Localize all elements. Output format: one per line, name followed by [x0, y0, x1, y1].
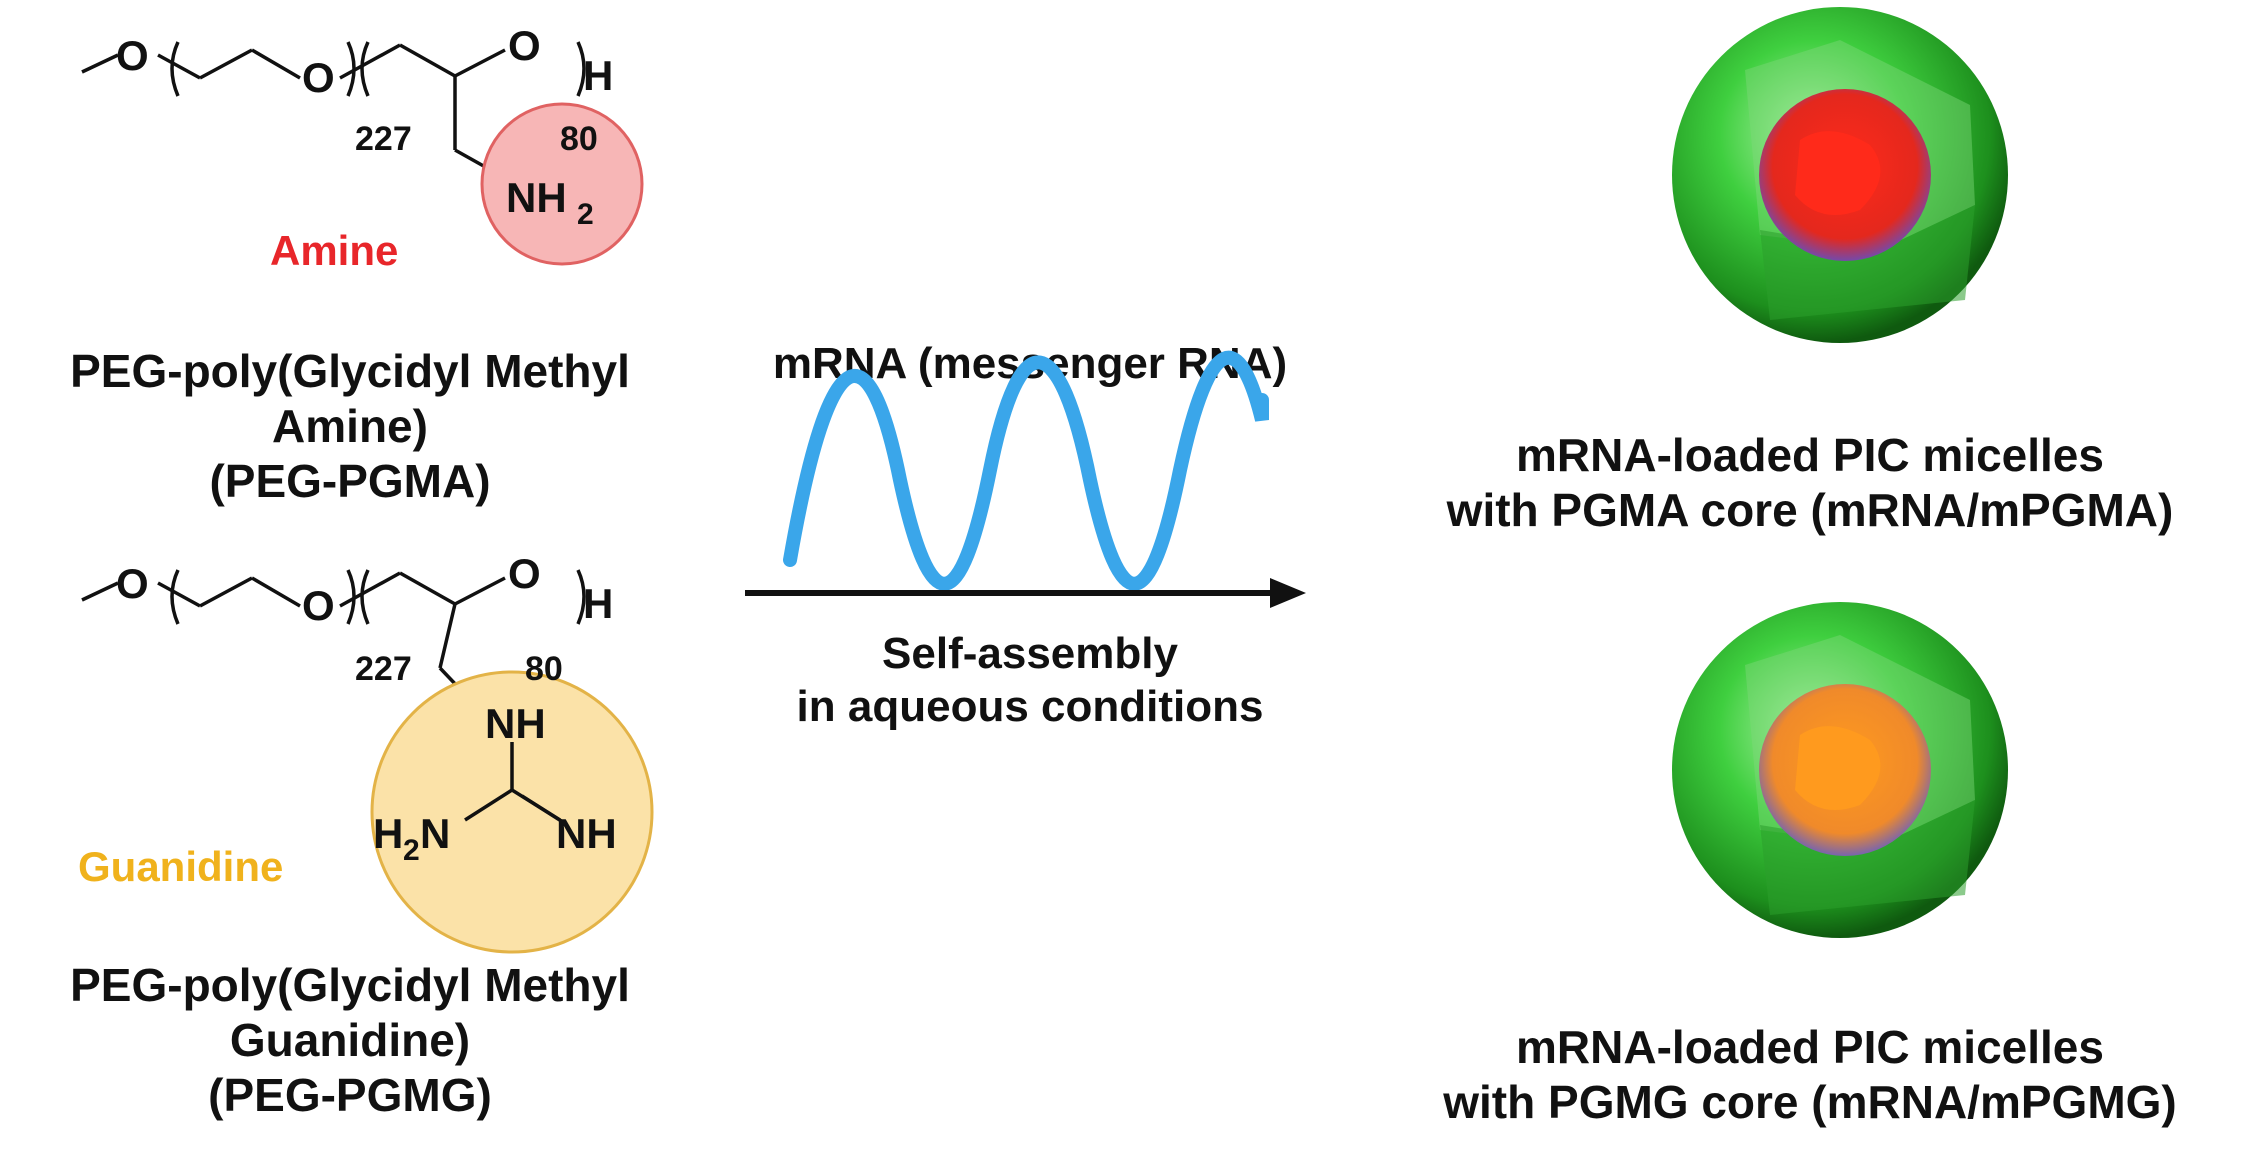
micelle-pgmg-caption-line-2: with PGMG core (mRNA/mPGMG) [1443, 1076, 2177, 1129]
micelle-pgma [1672, 7, 2008, 343]
pgmg-name: PEG-poly(Glycidyl Methyl Guanidine) (PEG… [20, 958, 680, 1124]
condition-line-1: Self-assembly [882, 629, 1178, 678]
pgma-name-line-1: PEG-poly(Glycidyl Methyl [70, 345, 630, 397]
pgma-o3: O [508, 22, 541, 69]
condition-line-2: in aqueous conditions [796, 681, 1264, 731]
pgma-name: PEG-poly(Glycidyl Methyl Amine) (PEG-PGM… [20, 344, 680, 510]
pgmg-h: H [583, 580, 613, 627]
pgmg-name-line-1: PEG-poly(Glycidyl Methyl [70, 959, 630, 1011]
micelle-pgmg-caption-line-1: mRNA-loaded PIC micelles [1516, 1021, 2104, 1073]
pgmg-nh-right: NH [556, 810, 617, 857]
amine-label: Amine [270, 227, 399, 274]
pgma-n1: 227 [355, 120, 412, 158]
pgma-name-line-2: Amine) [272, 400, 428, 453]
pgmg-o1: O [116, 560, 149, 607]
process-arrowhead [1270, 578, 1306, 608]
pgmg-o2: O [302, 582, 335, 629]
pgma-n2: 80 [560, 120, 598, 158]
mrna-wave [783, 350, 1269, 591]
pgmg-h2n-sub: 2 [403, 834, 420, 867]
micelle-pgma-caption-line-2: with PGMA core (mRNA/mPGMA) [1446, 484, 2174, 537]
guanidine-circle [370, 670, 654, 954]
pgmg-h2n-n: N [420, 810, 450, 857]
pgma-o2: O [302, 54, 335, 101]
pgma-name-line-3: (PEG-PGMA) [209, 455, 491, 508]
micelle-pgma-caption: mRNA-loaded PIC micelles with PGMA core … [1360, 428, 2260, 538]
pgma-o1: O [116, 32, 149, 79]
micelle-pgma-caption-line-1: mRNA-loaded PIC micelles [1516, 429, 2104, 481]
micelle-pgmg [1672, 602, 2008, 938]
pgmg-n1: 227 [355, 650, 412, 688]
pgma-nh-sub: 2 [577, 198, 594, 231]
pgmg-o3: O [508, 550, 541, 597]
pgmg-name-line-2: Guanidine) [229, 1014, 471, 1067]
pgma-nh: NH [506, 174, 567, 221]
pgmg-name-line-3: (PEG-PGMG) [208, 1069, 492, 1122]
guanidine-label: Guanidine [78, 843, 284, 890]
pgmg-h2n-h: H [373, 810, 403, 857]
pgmg-n2: 80 [525, 650, 563, 688]
pgma-h: H [583, 52, 613, 99]
process-conditions: Self-assembly in aqueous conditions [720, 628, 1340, 734]
micelle-pgmg-caption: mRNA-loaded PIC micelles with PGMG core … [1360, 1020, 2260, 1130]
pgmg-nh: NH [485, 700, 546, 747]
amine-circle [480, 102, 644, 266]
